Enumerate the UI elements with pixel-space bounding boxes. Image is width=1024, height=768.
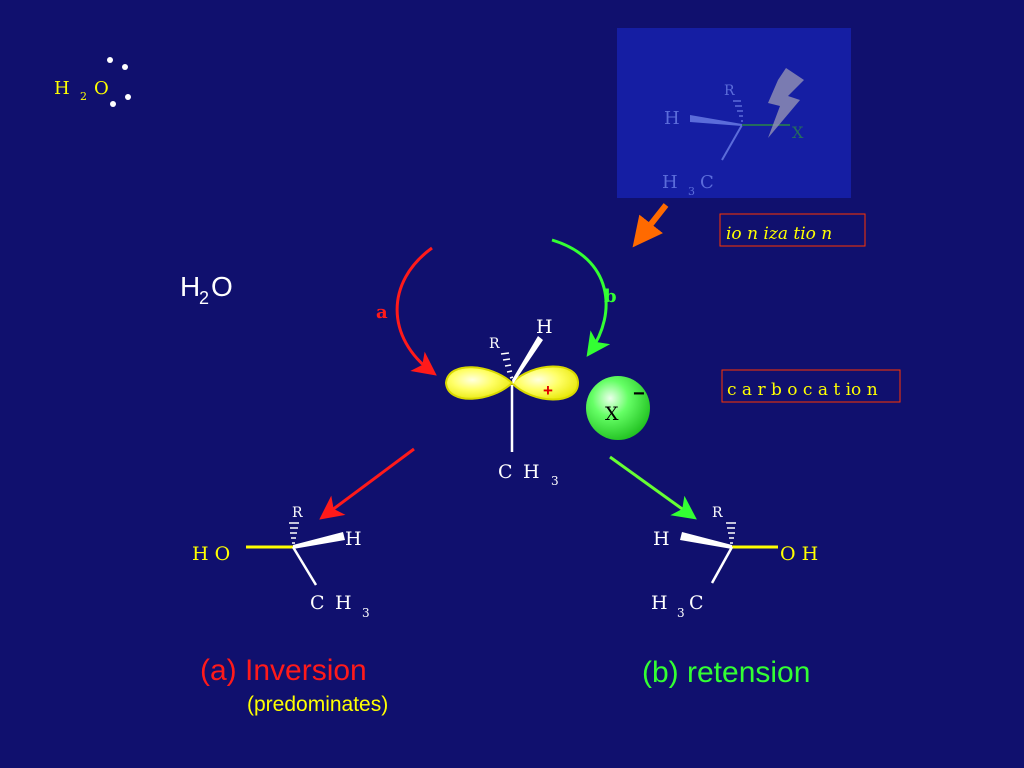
product-a-ho: H O	[192, 543, 230, 565]
positive-charge: +	[543, 381, 553, 400]
arrow-a-label: a	[376, 302, 388, 323]
p-orbital-right-lobe	[510, 365, 580, 401]
substrate-x: X	[792, 123, 804, 142]
arrow-to-product-b	[609, 455, 697, 520]
top-left-water: H 2 O	[54, 57, 131, 107]
substrate-h: H	[664, 108, 680, 129]
arrow-b-label: b	[604, 286, 617, 307]
arrow-path-b	[551, 238, 611, 357]
lone-pair-dot	[122, 64, 128, 70]
bond-ch3	[721, 124, 743, 161]
product-b: R H O H H 3 C	[651, 505, 818, 620]
product-a-r: R	[292, 505, 303, 521]
water-h: H	[54, 78, 70, 99]
product-a: R H H O C H 3	[192, 505, 370, 620]
bond-ch3	[710, 546, 734, 584]
nucleophile-o: O	[211, 271, 233, 302]
wedge-bond-h	[690, 115, 742, 126]
leaving-group-x: X	[605, 403, 619, 425]
product-a-ch3-c: C	[310, 592, 325, 614]
p-orbital-left-lobe	[444, 366, 514, 400]
product-b-h3c-h: H	[651, 592, 668, 614]
carbocation-h: H	[536, 316, 553, 338]
water-nucleophile: H 2 O	[180, 271, 233, 308]
substrate-r: R	[724, 83, 735, 99]
ionization-arrow	[632, 203, 669, 248]
hashed-bond-r	[726, 522, 736, 544]
product-a-ch3-h: H	[335, 592, 352, 614]
ionization-label-box	[719, 213, 866, 247]
lightning-bolt-icon	[768, 68, 804, 138]
carbocation-r: R	[489, 336, 500, 352]
leaving-group: X −	[586, 376, 650, 440]
water-subscript: 2	[80, 90, 87, 103]
caption-predominates: (predominates)	[247, 693, 388, 716]
substrate-h3c-subscript: 3	[688, 185, 695, 198]
lone-pair-dot	[125, 94, 131, 100]
substrate-panel: R H X H 3 C	[617, 28, 851, 198]
lone-pair-dot	[110, 101, 116, 107]
hashed-bond-r	[289, 522, 299, 544]
carbocation-ch3-h: H	[523, 461, 540, 483]
leaving-group-charge: −	[633, 383, 645, 405]
arrow-to-product-a	[319, 447, 415, 520]
product-a-h: H	[345, 528, 362, 550]
hashed-bond-r	[733, 100, 743, 122]
product-b-h3c-subscript: 3	[677, 606, 685, 620]
arrow-path-a	[395, 246, 437, 376]
bond-ch3	[291, 546, 318, 586]
carbocation-ch3-subscript: 3	[551, 474, 559, 488]
ionization-label: io n iza tio n	[726, 224, 832, 244]
wedge-bond-h	[293, 532, 345, 549]
product-b-h3c-c: C	[689, 592, 704, 614]
substrate-h3c-c: C	[700, 172, 714, 193]
product-b-oh: O H	[780, 543, 818, 565]
caption-inversion: (a) Inversion	[200, 654, 367, 687]
substrate-background	[617, 28, 851, 198]
carbocation-label: c a r b o c a t io n	[727, 380, 878, 400]
substrate-h3c-h: H	[662, 172, 678, 193]
wedge-bond-h	[680, 532, 732, 549]
carbocation: + R H C H 3	[444, 316, 580, 488]
product-b-h: H	[653, 528, 670, 550]
nucleophile-subscript: 2	[199, 288, 209, 308]
lone-pair-dot	[107, 57, 113, 63]
caption-retention: (b) retension	[642, 656, 810, 689]
hashed-bond-r	[500, 352, 514, 379]
carbocation-ch3-c: C	[498, 461, 513, 483]
wedge-bond-h	[512, 336, 543, 384]
leaving-group-ball	[586, 376, 650, 440]
product-b-r: R	[712, 505, 723, 521]
carbocation-label-box	[721, 369, 901, 403]
nucleophile-h: H	[180, 271, 200, 302]
product-a-ch3-subscript: 3	[362, 606, 370, 620]
water-o: O	[94, 78, 109, 99]
